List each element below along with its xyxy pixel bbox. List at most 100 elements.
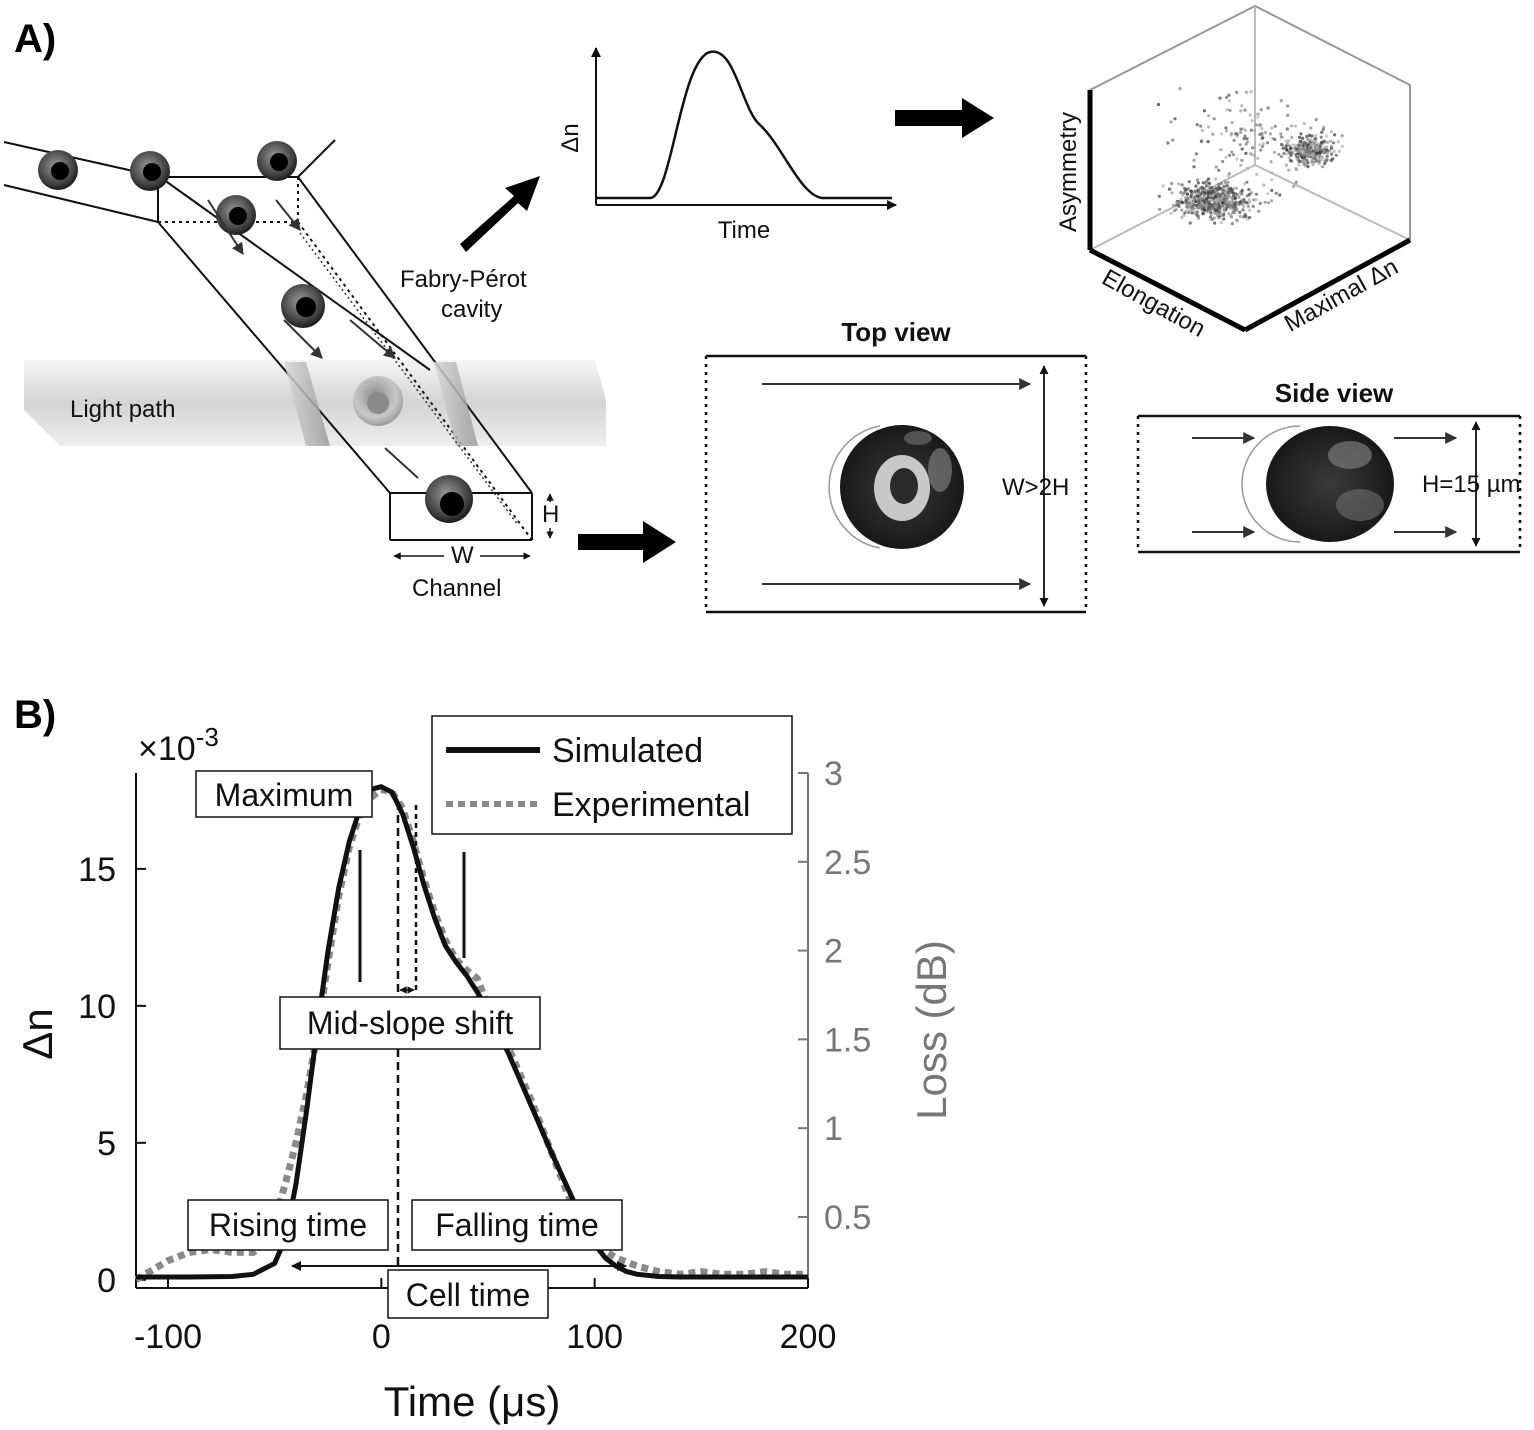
scatter-dot bbox=[1183, 211, 1187, 215]
w-label: W bbox=[451, 542, 474, 569]
scatter-dot bbox=[1213, 221, 1217, 225]
scatter-dot bbox=[1294, 167, 1298, 171]
scatter-dot bbox=[1288, 149, 1292, 153]
scatter-dot bbox=[1195, 210, 1199, 214]
scatter-dot bbox=[1240, 158, 1244, 162]
scatter-dot bbox=[1235, 157, 1239, 161]
top-view-title: Top view bbox=[841, 317, 951, 347]
scatter-dot bbox=[1244, 142, 1248, 146]
scatter-dot bbox=[1194, 152, 1198, 156]
scatter-dot bbox=[1202, 194, 1206, 198]
scatter-dot bbox=[1295, 147, 1299, 151]
scatter-dot bbox=[1203, 181, 1207, 185]
scatter-dot bbox=[1185, 204, 1189, 208]
scatter-dot bbox=[1297, 163, 1301, 167]
y2-tick-label: 3 bbox=[824, 755, 843, 793]
scatter-dot bbox=[1279, 155, 1283, 159]
scatter-dot bbox=[1197, 189, 1201, 194]
scatter-dot bbox=[1258, 123, 1262, 127]
scatter-dot bbox=[1263, 130, 1267, 135]
panel-a-letter: A) bbox=[14, 17, 56, 61]
y2-axis-title: Loss (dB) bbox=[908, 940, 955, 1120]
scatter-dot bbox=[1252, 153, 1256, 157]
scatter-dot bbox=[1293, 124, 1298, 128]
top-view-cell bbox=[828, 425, 964, 549]
scatter-dot bbox=[1229, 203, 1233, 207]
scatter-dot bbox=[1323, 145, 1327, 149]
scatter-dot bbox=[1230, 121, 1234, 125]
scatter-dot bbox=[1330, 157, 1334, 161]
scatter-dot bbox=[1247, 187, 1251, 192]
scatter-dot bbox=[1196, 181, 1200, 185]
scatter-dot bbox=[1195, 206, 1199, 210]
scatter-dot bbox=[1178, 199, 1182, 204]
scatter-dot bbox=[1289, 146, 1293, 150]
scatter-dot bbox=[1301, 146, 1305, 150]
scatter-dot bbox=[1263, 200, 1267, 204]
scatter-dot bbox=[1284, 163, 1288, 167]
scatter-dot bbox=[1169, 120, 1173, 124]
scatter-dot bbox=[1158, 207, 1162, 212]
scatter-dot bbox=[1224, 126, 1228, 130]
axis3d-maximal-label: Maximal Δn bbox=[1280, 253, 1403, 337]
scatter-dot bbox=[1246, 205, 1250, 209]
scatter-dot bbox=[1245, 201, 1249, 205]
scatter-dot bbox=[1222, 207, 1226, 211]
scatter-dot bbox=[1232, 138, 1236, 142]
scatter-dot bbox=[1213, 203, 1217, 207]
scatter-dot bbox=[1298, 148, 1302, 153]
scatter-dot bbox=[1326, 151, 1330, 155]
scatter-dot bbox=[1227, 93, 1231, 97]
scatter-dot bbox=[1306, 161, 1310, 165]
scatter-dot bbox=[1156, 102, 1161, 107]
scatter-dot bbox=[1328, 139, 1333, 143]
scatter-dot bbox=[1202, 200, 1206, 204]
scatter-dot bbox=[1314, 117, 1318, 122]
y2-tick-label: 2 bbox=[824, 933, 843, 971]
scatter-dot bbox=[1224, 181, 1228, 185]
scatter-dot bbox=[1318, 147, 1322, 151]
scatter-dot bbox=[1317, 151, 1321, 155]
scatter-dot bbox=[1288, 144, 1292, 148]
scatter-dot bbox=[1244, 90, 1248, 94]
scatter-dot bbox=[1259, 148, 1263, 152]
scatter-dot bbox=[1237, 195, 1241, 200]
scatter-dot bbox=[1331, 141, 1336, 145]
scatter-dot bbox=[1325, 155, 1329, 159]
scatter-dot bbox=[1227, 190, 1231, 195]
scatter-dot bbox=[1313, 137, 1317, 141]
scatter-dot bbox=[1238, 200, 1242, 204]
scatter-dot bbox=[1259, 108, 1263, 112]
scatter-dot bbox=[1225, 95, 1229, 100]
scatter-dot bbox=[1244, 128, 1248, 132]
scatter-dot bbox=[1198, 206, 1202, 210]
scatter-dot bbox=[1224, 203, 1228, 207]
scatter-dot bbox=[1249, 152, 1253, 156]
scatter-dot bbox=[1226, 194, 1230, 198]
scatter-dot bbox=[1255, 123, 1259, 127]
scatter-dot bbox=[1195, 123, 1199, 127]
scatter-dot bbox=[1307, 140, 1311, 144]
scatter-dot bbox=[1306, 165, 1310, 169]
scatter-dot bbox=[1251, 204, 1255, 208]
scatter-dot bbox=[1313, 134, 1318, 138]
scatter-dot bbox=[1235, 186, 1239, 190]
scatter-dot bbox=[1258, 201, 1262, 205]
scatter-dot bbox=[1322, 125, 1326, 129]
scatter-dot bbox=[1217, 182, 1221, 187]
channel-label: Channel bbox=[412, 575, 501, 602]
scatter-dot bbox=[1295, 157, 1299, 161]
scatter-dot bbox=[1229, 215, 1234, 219]
scatter-dot bbox=[1219, 148, 1223, 152]
scatter-dot bbox=[1270, 178, 1274, 182]
scatter-dot bbox=[1317, 162, 1321, 166]
scatter-dot bbox=[1313, 146, 1317, 150]
scatter-dot bbox=[1308, 151, 1312, 156]
scatter-dot bbox=[1180, 183, 1184, 187]
scatter-dot bbox=[1222, 189, 1226, 193]
scatter-dot bbox=[1256, 115, 1260, 119]
scatter-dot bbox=[1261, 144, 1265, 148]
h-label: H bbox=[542, 501, 559, 528]
scatter-dot bbox=[1330, 152, 1334, 156]
scatter-dot bbox=[1286, 104, 1290, 108]
